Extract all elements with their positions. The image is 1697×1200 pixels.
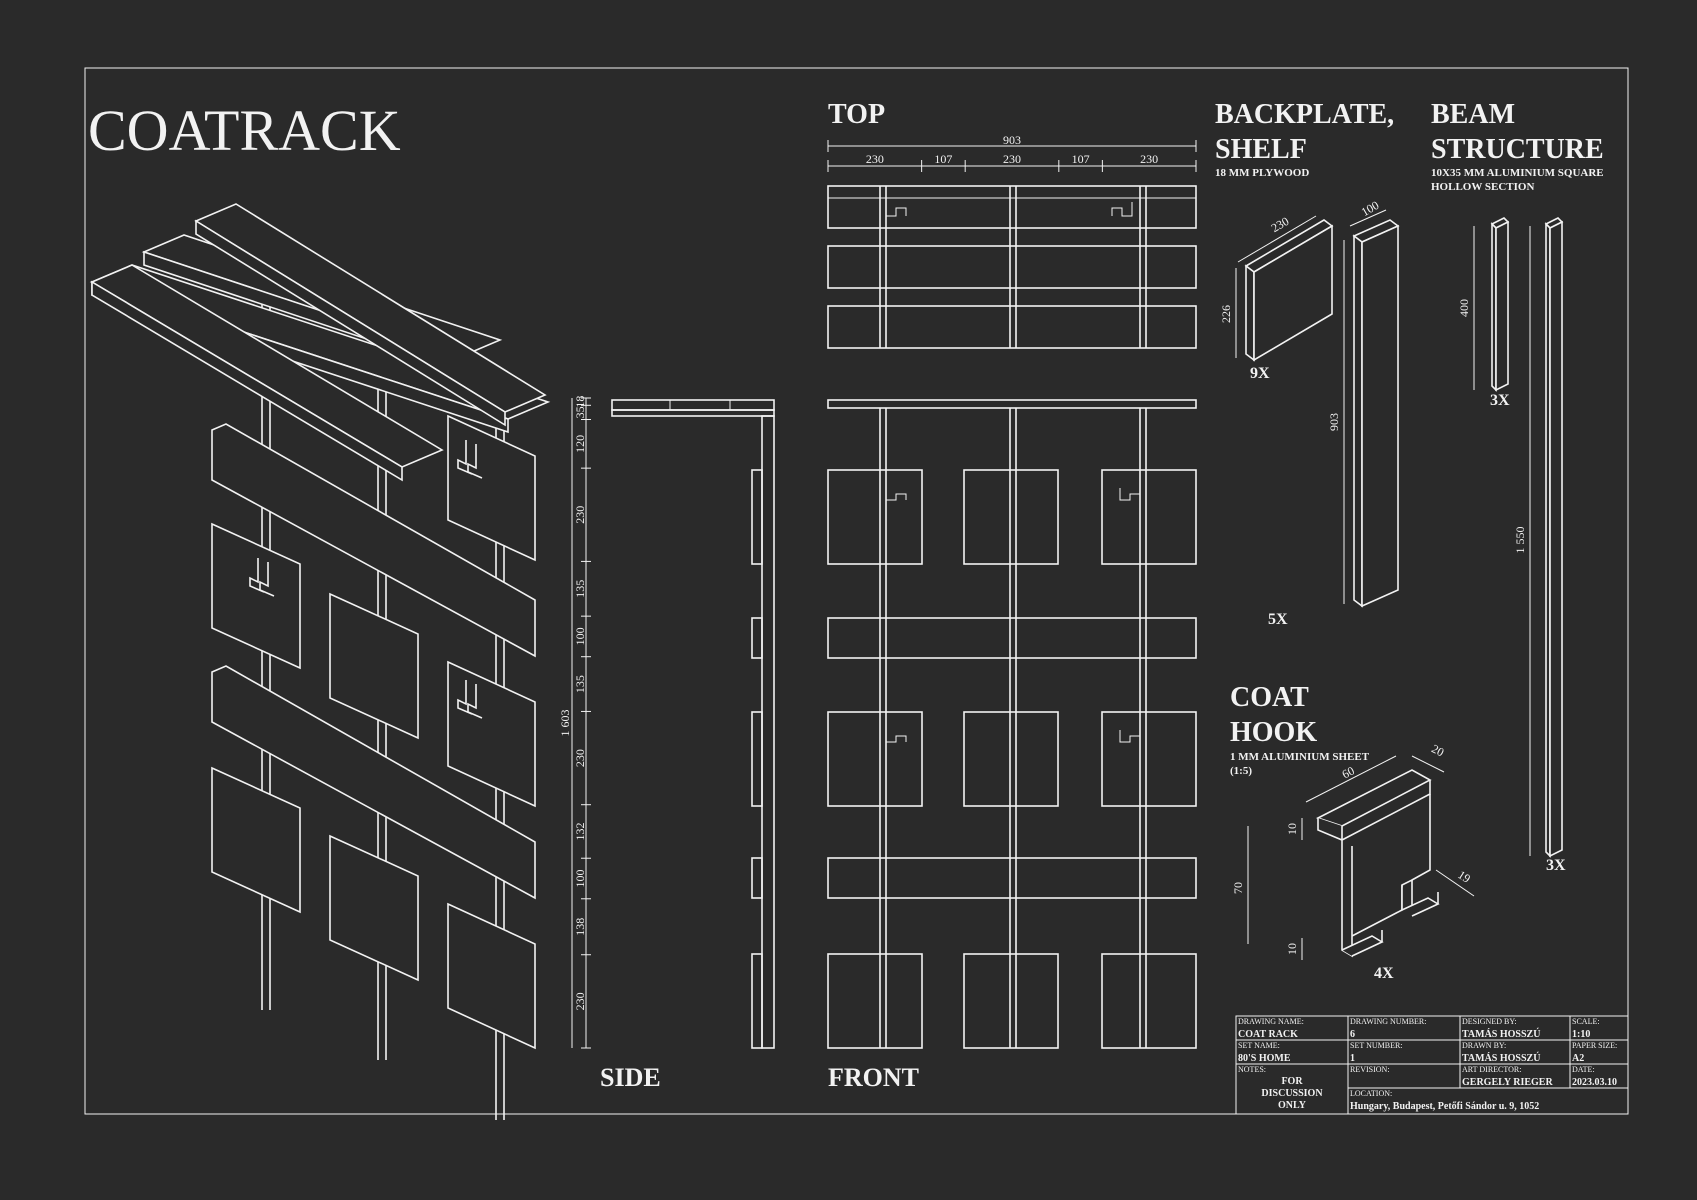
- tb-set-number-label: SET NUMBER:: [1350, 1041, 1403, 1050]
- tb-set-name-label: SET NAME:: [1238, 1041, 1280, 1050]
- hook-material: 1 MM ALUMINIUM SHEET: [1230, 751, 1370, 763]
- backplate-title-1: BACKPLATE,: [1215, 99, 1394, 130]
- tb-notes-2: DISCUSSION: [1261, 1088, 1323, 1099]
- hook-dim-10a: 10: [1285, 823, 1299, 835]
- side-segment-dim: 230: [573, 992, 587, 1010]
- tb-drawing-name-label: DRAWING NAME:: [1238, 1017, 1304, 1026]
- tb-drawn-by: TAMÁS HOSSZÚ: [1462, 1052, 1540, 1064]
- tb-notes-label: NOTES:: [1238, 1065, 1266, 1074]
- long-beam-quantity: 3X: [1546, 857, 1566, 874]
- tb-art-director-label: ART DIRECTOR:: [1462, 1065, 1521, 1074]
- tb-notes-1: FOR: [1281, 1076, 1303, 1087]
- hook-dim-20: 20: [1429, 741, 1446, 759]
- hook-title-2: HOOK: [1230, 717, 1317, 748]
- shelf-quantity: 5X: [1268, 611, 1288, 628]
- tb-art-director: GERGELY RIEGER: [1462, 1077, 1553, 1088]
- backplate-title-2: SHELF: [1215, 134, 1307, 165]
- beam-title-2: STRUCTURE: [1431, 134, 1604, 165]
- hook-title-1: COAT: [1230, 682, 1309, 713]
- tb-set-name: 80'S HOME: [1238, 1053, 1291, 1064]
- side-segment-dim: 132: [573, 822, 587, 840]
- side-segment-dim: 120: [573, 435, 587, 453]
- side-segment-dim: 100: [573, 870, 587, 888]
- hook-dim-19: 19: [1455, 868, 1473, 886]
- side-view-label: SIDE: [600, 1063, 661, 1092]
- side-total-dim: 1 603: [558, 710, 572, 737]
- tb-paper-size: A2: [1572, 1053, 1584, 1064]
- tb-scale: 1:10: [1572, 1029, 1590, 1040]
- short-beam-length: 400: [1457, 299, 1471, 317]
- hook-scale: (1:5): [1230, 765, 1252, 777]
- top-segment-dim: 230: [1140, 152, 1158, 166]
- shelf-length-dim: 903: [1327, 413, 1341, 431]
- top-segment-dim: 230: [1003, 152, 1021, 166]
- side-segment-dim: 230: [573, 749, 587, 767]
- tb-designed-by-label: DESIGNED BY:: [1462, 1017, 1517, 1026]
- plate-height-dim: 226: [1219, 305, 1233, 323]
- tb-location-label: LOCATION:: [1350, 1089, 1392, 1098]
- hook-dim-70: 70: [1231, 882, 1245, 894]
- top-segment-dim: 107: [1072, 152, 1090, 166]
- tb-designed-by: TAMÁS HOSSZÚ: [1462, 1028, 1540, 1040]
- tb-notes-3: ONLY: [1278, 1100, 1307, 1111]
- side-segment-dim: 100: [573, 627, 587, 645]
- side-segment-dim: 35: [573, 406, 587, 418]
- tb-location: Hungary, Budapest, Petőfi Sándor u. 9, 1…: [1350, 1101, 1539, 1112]
- beam-title-1: BEAM: [1431, 99, 1515, 130]
- hook-dim-60: 60: [1340, 763, 1357, 781]
- top-segment-dim: 107: [934, 152, 952, 166]
- side-segment-dim: 18: [573, 396, 587, 408]
- backplate-material: 18 MM PLYWOOD: [1215, 167, 1309, 179]
- backplate-shelf-detail: BACKPLATE, SHELF 18 MM PLYWOOD 230 226 9…: [1215, 99, 1400, 628]
- coat-hook-detail: COAT HOOK 1 MM ALUMINIUM SHEET (1:5) 60 …: [1230, 682, 1475, 982]
- side-segment-dim: 135: [573, 580, 587, 598]
- long-beam-length: 1 550: [1513, 527, 1527, 554]
- tb-date-label: DATE:: [1572, 1065, 1595, 1074]
- short-beam-quantity: 3X: [1490, 392, 1510, 409]
- isometric-view: [89, 203, 551, 1120]
- tb-scale-label: SCALE:: [1572, 1017, 1600, 1026]
- side-segment-dim: 138: [573, 918, 587, 936]
- tb-date: 2023.03.10: [1572, 1077, 1617, 1088]
- shelf-width-dim: 100: [1359, 198, 1382, 219]
- tb-drawing-number-label: DRAWING NUMBER:: [1350, 1017, 1426, 1026]
- tb-paper-size-label: PAPER SIZE:: [1572, 1041, 1617, 1050]
- drawing-title: COATRACK: [88, 98, 401, 163]
- hook-quantity: 4X: [1374, 965, 1394, 982]
- tb-drawing-name: COAT RACK: [1238, 1029, 1298, 1040]
- tb-revision-label: REVISION:: [1350, 1065, 1390, 1074]
- beam-material-1: 10X35 MM ALUMINIUM SQUARE: [1431, 167, 1604, 179]
- side-segment-dim: 135: [573, 675, 587, 693]
- front-view: FRONT: [827, 399, 1197, 1092]
- title-block: DRAWING NAME: COAT RACK DRAWING NUMBER: …: [1235, 1015, 1629, 1115]
- tb-drawn-by-label: DRAWN BY:: [1462, 1041, 1506, 1050]
- tb-set-number: 1: [1350, 1053, 1355, 1064]
- plate-width-dim: 230: [1269, 214, 1292, 235]
- plate-quantity: 9X: [1250, 365, 1270, 382]
- hook-dim-10b: 10: [1285, 943, 1299, 955]
- beam-material-2: HOLLOW SECTION: [1431, 181, 1534, 193]
- side-segment-dim: 230: [573, 506, 587, 524]
- tb-drawing-number: 6: [1350, 1029, 1355, 1040]
- top-view-label: TOP: [828, 99, 885, 130]
- sheet-border: [84, 67, 1629, 1115]
- beam-structure-detail: BEAM STRUCTURE 10X35 MM ALUMINIUM SQUARE…: [1431, 99, 1604, 874]
- top-overall-dim: 903: [1003, 133, 1021, 147]
- front-view-label: FRONT: [828, 1063, 919, 1092]
- top-segment-dim: 230: [866, 152, 884, 166]
- top-view: TOP 903 230 107 230 107 230: [827, 99, 1197, 349]
